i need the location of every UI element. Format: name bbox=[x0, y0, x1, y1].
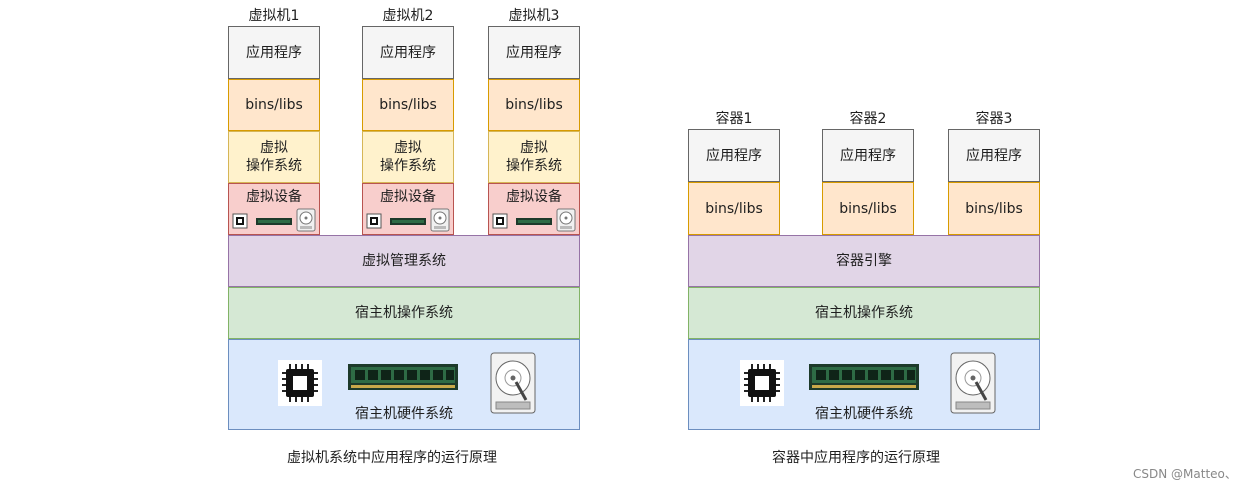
container-libs-box: bins/libs bbox=[688, 182, 780, 235]
container-title: 容器1 bbox=[715, 111, 753, 127]
hard-disk-icon bbox=[430, 208, 450, 232]
cpu-icon bbox=[278, 360, 322, 406]
vm-libs-box: bins/libs bbox=[488, 79, 580, 131]
vm-guest-os-box: 虚拟 操作系统 bbox=[228, 131, 320, 183]
vm-caption: 虚拟机系统中应用程序的运行原理 bbox=[287, 450, 497, 466]
container-libs-box: bins/libs bbox=[822, 182, 914, 235]
cpu-icon bbox=[366, 213, 382, 229]
memory-icon bbox=[390, 218, 426, 225]
vm-title: 虚拟机2 bbox=[382, 8, 434, 24]
hard-disk-icon bbox=[556, 208, 576, 232]
cpu-icon bbox=[492, 213, 508, 229]
hard-disk-icon bbox=[490, 352, 536, 414]
container-app-box: 应用程序 bbox=[688, 129, 780, 182]
host-os-layer: 宿主机操作系统 bbox=[688, 287, 1040, 339]
memory-icon bbox=[256, 218, 292, 225]
memory-icon bbox=[516, 218, 552, 225]
memory-icon bbox=[809, 364, 919, 390]
vm-libs-box: bins/libs bbox=[228, 79, 320, 131]
memory-icon bbox=[348, 364, 458, 390]
container-title: 容器3 bbox=[975, 111, 1013, 127]
vm-guest-os-box: 虚拟 操作系统 bbox=[488, 131, 580, 183]
host-os-layer: 宿主机操作系统 bbox=[228, 287, 580, 339]
vm-title: 虚拟机3 bbox=[508, 8, 560, 24]
container-title: 容器2 bbox=[849, 111, 887, 127]
vm-libs-box: bins/libs bbox=[362, 79, 454, 131]
container-engine-layer: 容器引擎 bbox=[688, 235, 1040, 287]
container-libs-box: bins/libs bbox=[948, 182, 1040, 235]
hard-disk-icon bbox=[950, 352, 996, 414]
container-app-box: 应用程序 bbox=[822, 129, 914, 182]
watermark: CSDN @Matteo、 bbox=[1133, 467, 1237, 481]
vm-app-box: 应用程序 bbox=[488, 26, 580, 79]
cpu-icon bbox=[740, 360, 784, 406]
hard-disk-icon bbox=[296, 208, 316, 232]
hypervisor-layer: 虚拟管理系统 bbox=[228, 235, 580, 287]
container-app-box: 应用程序 bbox=[948, 129, 1040, 182]
cpu-icon bbox=[232, 213, 248, 229]
vm-app-box: 应用程序 bbox=[228, 26, 320, 79]
vm-guest-os-box: 虚拟 操作系统 bbox=[362, 131, 454, 183]
vm-app-box: 应用程序 bbox=[362, 26, 454, 79]
container-caption: 容器中应用程序的运行原理 bbox=[772, 450, 940, 466]
vm-title: 虚拟机1 bbox=[248, 8, 300, 24]
